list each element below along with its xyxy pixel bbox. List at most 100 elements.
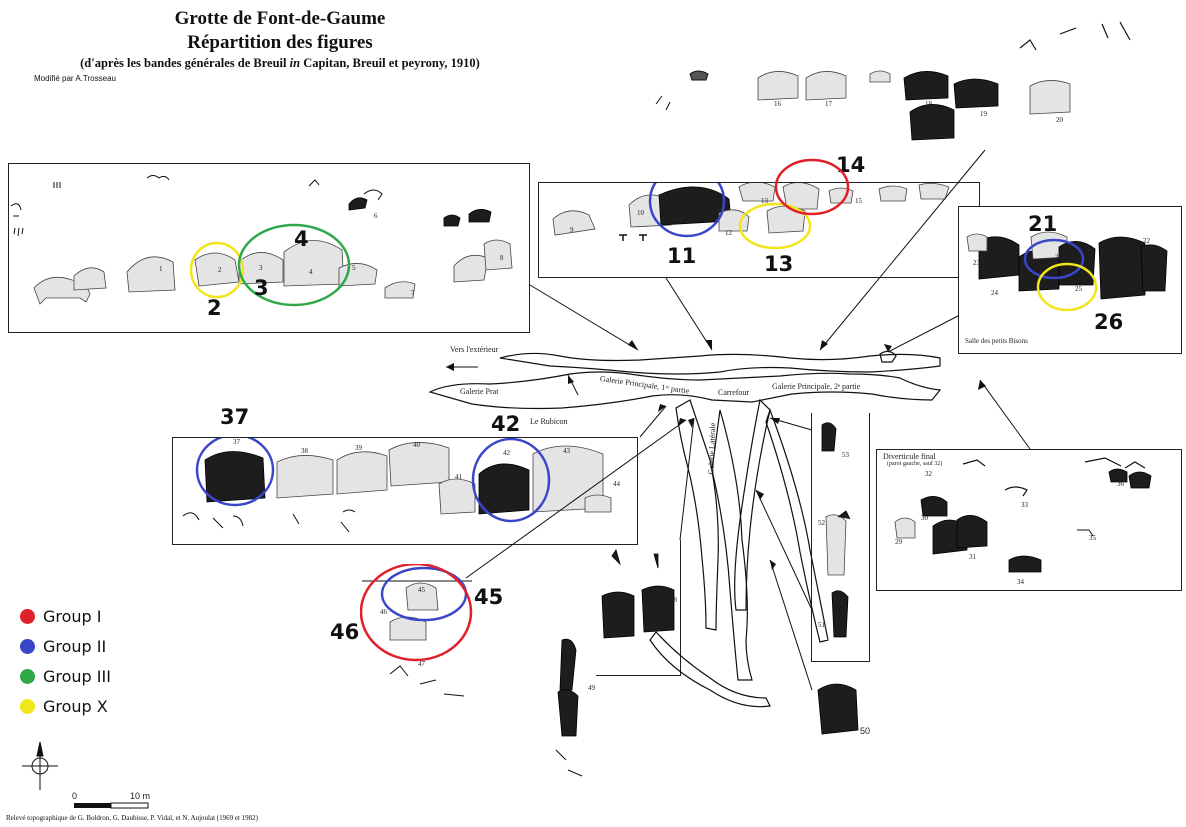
fig-num: 34 [1017,578,1024,586]
fig-num: 32 [925,470,932,478]
gallery-label-exterieur: Vers l'extérieur [450,345,499,354]
fig-num: 36 [1117,480,1124,488]
fig-49-drawings [555,638,583,777]
fig-num: 48 [670,596,677,604]
fig-num: 31 [969,553,976,561]
legend: Group I Group II Group III Group X [20,606,111,726]
fig-num: 8 [500,254,504,262]
panel-6-drawings [894,457,1152,573]
legend-item-group-iii: Group III [20,666,111,687]
gallery-label-diverticule-sub: (paroi gauche, sauf 32) [887,461,943,467]
fig-num: 5 [352,264,356,272]
gallery-label-carrefour: Carrefour [718,388,750,397]
gallery-label-petits-bisons: Salle des petits Bisons [965,337,1028,345]
legend-item-group-x: Group X [20,696,111,717]
ellipse-group-x-2 [189,241,245,299]
ellipse-group-iii-3-4 [237,223,351,307]
panel-4-drawings [966,231,1168,312]
fig-num: 13 [761,197,768,205]
fig-num: 41 [455,473,462,481]
fig-num: 19 [980,110,987,118]
engravings [10,175,383,237]
group-label-21: 21 [1028,212,1058,236]
fig-num: 35 [1089,534,1096,542]
fig-num: 20 [1056,116,1063,124]
group-label-2: 2 [207,296,222,320]
fig-num: 15 [855,197,862,205]
fig-num: 23 [973,259,980,267]
panel-diverticule-final: Diverticule final (paroi gauche, sauf 32… [876,449,1182,591]
map-subtitle: Répartition des figures [187,32,373,53]
group-label-11: 11 [667,244,697,268]
fig-num: 29 [895,538,902,546]
fig-num: 42 [503,449,510,457]
group-label-26: 26 [1094,310,1124,334]
panel-salle-petits-bisons: 21 22 23 24 25 Salle des petits Bisons [958,206,1182,354]
figure-50: 50 [812,676,882,740]
group-label-45: 45 [474,585,504,609]
figures-45-47: 45 46 47 [359,562,500,704]
fig-num: 37 [233,438,240,446]
fig-num: 24 [991,289,998,297]
fig-num: 49 [588,684,595,692]
ellipse-group-i-46 [359,562,473,662]
ellipse-group-ii-21 [1023,238,1085,280]
figure-49: 49 [548,630,598,790]
fig-num: 51 [818,621,825,629]
gallery-label-principale-1: Galerie Principale, 1ʳᵉ partie [599,374,690,396]
panel-3-drawings [655,21,1131,141]
fig-num: 16 [774,100,781,108]
legend-swatch-red [20,609,35,624]
fig-num: 7 [411,289,415,297]
legend-swatch-green [20,669,35,684]
survey-credit: Relevé topographique de G. Boldron, G. D… [6,814,258,822]
fig-num: 40 [413,441,420,449]
group-label-46: 46 [330,620,360,644]
fig-num: 38 [301,447,308,455]
fig-num: 47 [418,660,425,668]
bison-figures [33,197,513,305]
legend-item-group-i: Group I [20,606,111,627]
fig-num: 17 [825,100,832,108]
fig-num: 25 [1075,285,1082,293]
panel-figures-16-20: 16 17 18 19 20 [640,8,1180,150]
panel-figures-37-44: 37 38 39 40 41 42 43 44 [172,433,638,545]
fig-num: 39 [355,444,362,452]
panel-1-drawings [10,175,513,307]
fig-num: 3 [259,264,263,272]
fig-num: 1 [159,265,163,273]
legend-item-group-ii: Group II [20,636,111,657]
legend-swatch-yellow [20,699,35,714]
gallery-label-principale-2: Galerie Principale, 2ᵉ partie [772,382,861,391]
group-label-37: 37 [220,405,250,429]
fig-num: 52 [818,519,825,527]
fig-num: 2 [218,266,222,274]
fig-num: 33 [1021,501,1028,509]
group-label-14: 14 [836,153,866,177]
fig-num: 30 [921,514,928,522]
scale-bar [74,802,149,809]
panel-figures-1-8: 1 2 3 4 5 6 7 8 [8,163,530,333]
fig-45-47-drawings [359,562,473,697]
scale-label-zero: 0 [72,791,78,801]
panel-figure-48: 48 [596,540,681,676]
fig-num: 21 [1055,253,1062,261]
map-source: (d'après les bandes générales de Breuil … [80,56,480,70]
fig-num: 10 [637,209,644,217]
panel-figures-51-53: 53 52 51 [811,413,870,662]
fig-num: 18 [925,100,932,108]
fig-50-drawings [817,683,859,735]
fig-num: 46 [380,608,387,616]
gallery-label-rubicon: Le Rubicon [530,417,568,426]
modified-by: Modifié par A.Trosseau [34,74,116,83]
fig-num: 6 [374,212,378,220]
group-label-3: 3 [254,276,269,300]
fig-num: 50 [860,726,871,736]
legend-swatch-blue [20,639,35,654]
fig-num: 4 [309,268,313,276]
north-arrow [22,741,58,790]
fig-num: 22 [1143,237,1150,245]
panel-2-drawings [552,164,950,250]
fig-num: 44 [613,480,620,488]
group-label-42: 42 [491,412,521,436]
